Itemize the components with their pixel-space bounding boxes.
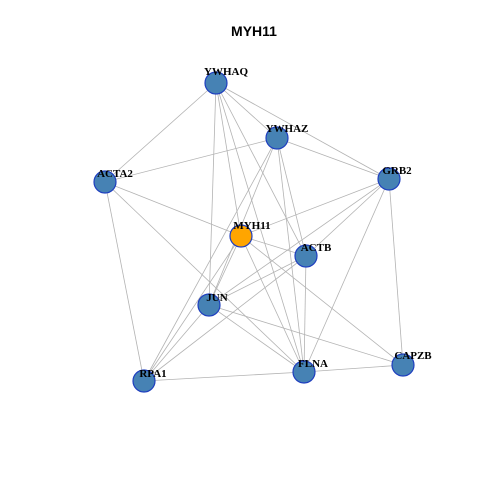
edge-myh11-rpa1: [143, 235, 242, 382]
edge-jun-capzb: [208, 304, 404, 366]
node-myh11[interactable]: [229, 224, 253, 248]
edge-ywhaz-acta2: [104, 137, 278, 183]
edge-myh11-jun: [208, 235, 242, 306]
node-label-flna: FLNA: [298, 358, 328, 370]
node-label-grb2: GRB2: [382, 165, 412, 177]
edge-ywhaz-jun: [208, 137, 278, 306]
node-label-ywhaq: YWHAQ: [204, 66, 248, 78]
node-rpa1[interactable]: [132, 369, 156, 393]
node-acta2[interactable]: [93, 170, 117, 194]
edge-rpa1-flna: [143, 371, 305, 382]
edge-acta2-rpa1: [104, 181, 145, 382]
edge-actb-flna: [303, 255, 307, 373]
node-ywhaz[interactable]: [265, 126, 289, 150]
edges-layer: [104, 82, 404, 382]
node-label-capzb: CAPZB: [394, 350, 432, 362]
edge-actb-rpa1: [143, 255, 307, 382]
edge-ywhaq-myh11: [215, 82, 242, 237]
node-label-ywhaz: YWHAZ: [266, 123, 309, 135]
node-label-jun: JUN: [206, 292, 227, 304]
edge-ywhaq-acta2: [104, 82, 217, 183]
edge-grb2-myh11: [240, 178, 390, 237]
edge-flna-capzb: [303, 364, 404, 373]
node-capzb[interactable]: [391, 353, 415, 377]
edge-ywhaz-grb2: [276, 137, 390, 180]
node-label-myh11: MYH11: [233, 220, 270, 232]
node-flna[interactable]: [292, 360, 316, 384]
edge-myh11-flna: [240, 235, 305, 373]
node-label-actb: ACTB: [301, 242, 332, 254]
node-label-acta2: ACTA2: [97, 168, 133, 180]
edge-grb2-capzb: [388, 178, 404, 366]
edge-ywhaz-rpa1: [143, 137, 278, 382]
node-jun[interactable]: [197, 293, 221, 317]
edge-acta2-myh11: [104, 181, 242, 237]
edge-grb2-jun: [208, 178, 390, 306]
edge-ywhaq-actb: [215, 82, 307, 257]
edge-ywhaq-grb2: [215, 82, 390, 180]
node-ywhaq[interactable]: [204, 71, 228, 95]
diagram-title: MYH11: [231, 23, 277, 39]
edge-ywhaq-ywhaz: [215, 82, 278, 139]
edge-ywhaz-actb: [276, 137, 307, 257]
node-label-rpa1: RPA1: [139, 368, 166, 380]
node-actb[interactable]: [294, 244, 318, 268]
edge-grb2-actb: [305, 178, 390, 257]
edge-actb-jun: [208, 255, 307, 306]
edge-jun-rpa1: [143, 304, 210, 382]
node-grb2[interactable]: [377, 167, 401, 191]
edge-ywhaq-flna: [215, 82, 305, 373]
edge-jun-flna: [208, 304, 305, 373]
edge-acta2-flna: [104, 181, 305, 373]
edge-myh11-capzb: [240, 235, 404, 366]
edge-grb2-flna: [303, 178, 390, 373]
nodes-layer: [93, 71, 415, 393]
edge-ywhaq-jun: [208, 82, 217, 306]
